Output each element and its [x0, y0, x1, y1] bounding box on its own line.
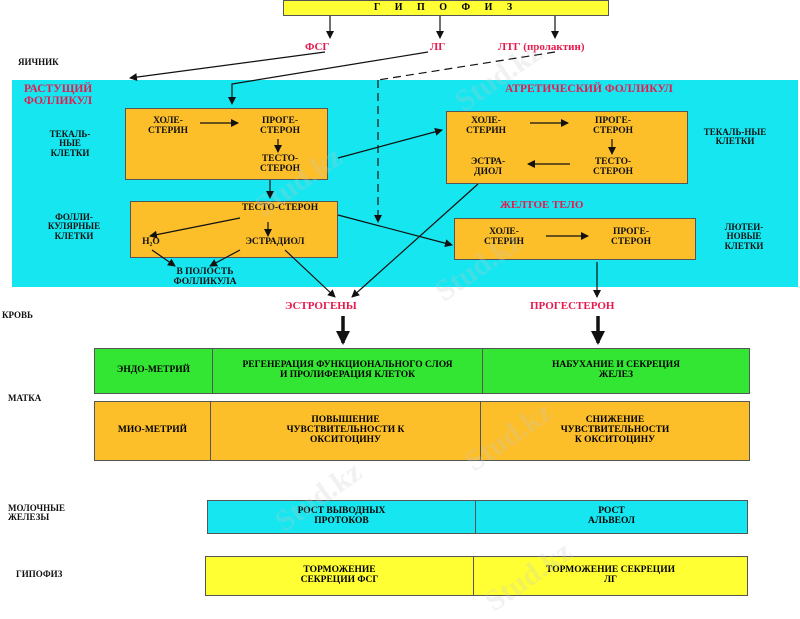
growing-follicle-title: РАСТУЩИЙ ФОЛЛИКУЛ: [24, 83, 93, 108]
theca-cells-right: ТЕКАЛЬ-НЫЕ КЛЕТКИ: [703, 127, 767, 147]
endometrium-estrogen-effect: РЕГЕНЕРАЦИЯ ФУНКЦИОНАЛЬНОГО СЛОЯ И ПРОЛИ…: [213, 349, 483, 393]
progesterone-label: ПРОГЕСТЕРОН: [530, 300, 615, 312]
box3-cholesterol: ХОЛЕ-СТЕРИН: [465, 116, 507, 136]
myometrium-row: МИО-МЕТРИЙ ПОВЫШЕНИЕ ЧУВСТВИТЕЛЬНОСТИ К …: [94, 401, 750, 461]
ovary-label: ЯИЧНИК: [18, 57, 59, 67]
yellow-body-box: [454, 218, 696, 260]
follicular-box: [130, 201, 338, 258]
theca-box-growing: [125, 108, 328, 180]
box4-cholesterol: ХОЛЕ-СТЕРИН: [483, 227, 525, 247]
blood-label: КРОВЬ: [2, 310, 33, 320]
pituitary-estrogen-effect: ТОРМОЖЕНИЕ СЕКРЕЦИИ ФСГ: [206, 557, 474, 595]
box4-progesterone: ПРОГЕ-СТЕРОН: [610, 227, 652, 247]
atretic-follicle-title: АТРЕТИЧЕСКИЙ ФОЛЛИКУЛ: [505, 83, 673, 95]
box3-progesterone: ПРОГЕ-СТЕРОН: [592, 116, 634, 136]
mammary-estrogen-effect: РОСТ ВЫВОДНЫХ ПРОТОКОВ: [208, 501, 476, 533]
hypophysis-top-bar: Г И П О Ф И З: [283, 0, 609, 16]
endometrium-header: ЭНДО-МЕТРИЙ: [95, 349, 213, 393]
box1-progesterone: ПРОГЕ-СТЕРОН: [259, 116, 301, 136]
follicular-cells: ФОЛЛИ-КУЛЯРНЫЕ КЛЕТКИ: [47, 212, 101, 241]
box1-testosterone: ТЕСТО-СТЕРОН: [259, 154, 301, 174]
myometrium-progesterone-effect: СНИЖЕНИЕ ЧУВСТВИТЕЛЬНОСТИ К ОКСИТОЦИНУ: [560, 415, 670, 445]
arrow-theca-atretic: [337, 127, 443, 159]
pituitary-row: ТОРМОЖЕНИЕ СЕКРЕЦИИ ФСГ ТОРМОЖЕНИЕ СЕКРЕ…: [205, 556, 748, 596]
hormone-fsg: ФСГ: [305, 41, 330, 53]
arrow-atretic-estrogens: [351, 183, 479, 298]
arrow-test-water: [149, 217, 241, 239]
pituitary-progesterone-effect: ТОРМОЖЕНИЕ СЕКРЕЦИИ ЛГ: [546, 565, 675, 585]
arrow-ltg-yellow-body: [377, 51, 556, 81]
uterus-label: МАТКА: [8, 393, 42, 403]
hormone-lg: ЛГ: [430, 41, 446, 53]
arrows-layer: [129, 16, 616, 345]
theca-cells-left: ТЕКАЛЬ-НЫЕ КЛЕТКИ: [49, 129, 91, 158]
arrow-lg-theca: [228, 51, 429, 105]
arrow-water-cavity: [151, 249, 176, 267]
myometrium-header: МИО-МЕТРИЙ: [95, 402, 211, 460]
to-follicle-cavity: В ПОЛОСТЬ ФОЛЛИКУЛА: [173, 267, 237, 287]
arrow-fsg-growing: [129, 51, 326, 82]
arrow-estradiol-cavity: [209, 249, 241, 267]
endometrium-progesterone-effect: НАБУХАНИЕ И СЕКРЕЦИЯ ЖЕЛЕЗ: [551, 360, 680, 380]
box2-water: H₂O: [142, 237, 160, 247]
box3-testosterone: ТЕСТО-СТЕРОН: [592, 157, 634, 177]
mammary-label: МОЛОЧНЫЕ ЖЕЛЕЗЫ: [8, 503, 65, 523]
endometrium-row: ЭНДО-МЕТРИЙ РЕГЕНЕРАЦИЯ ФУНКЦИОНАЛЬНОГО …: [94, 348, 750, 394]
mammary-row: РОСТ ВЫВОДНЫХ ПРОТОКОВ РОСТ АЛЬВЕОЛ: [207, 500, 748, 534]
yellow-body-title: ЖЕЛТОЕ ТЕЛО: [500, 199, 584, 211]
box2-estradiol: ЭСТРАДИОЛ: [245, 237, 305, 247]
arrow-estradiol-estrogens: [284, 249, 336, 298]
mammary-progesterone-effect: РОСТ АЛЬВЕОЛ: [588, 506, 635, 526]
pituitary-label: ГИПОФИЗ: [16, 569, 63, 579]
myometrium-estrogen-effect: ПОВЫШЕНИЕ ЧУВСТВИТЕЛЬНОСТИ К ОКСИТОЦИНУ: [211, 402, 481, 460]
arrow-follicular-yellow-body: [337, 214, 453, 248]
estrogens-label: ЭСТРОГЕНЫ: [285, 300, 357, 312]
box1-cholesterol: ХОЛЕ-СТЕРИН: [147, 116, 189, 136]
hypophysis-top-label: Г И П О Ф И З: [373, 1, 519, 13]
box2-testosterone: ТЕСТО-СТЕРОН: [241, 203, 319, 213]
luteal-cells: ЛЮТЕИ-НОВЫЕ КЛЕТКИ: [724, 222, 764, 251]
hormone-ltg: ЛТГ (пролактин): [498, 41, 585, 53]
box3-estradiol: ЭСТРА-ДИОЛ: [470, 157, 506, 177]
